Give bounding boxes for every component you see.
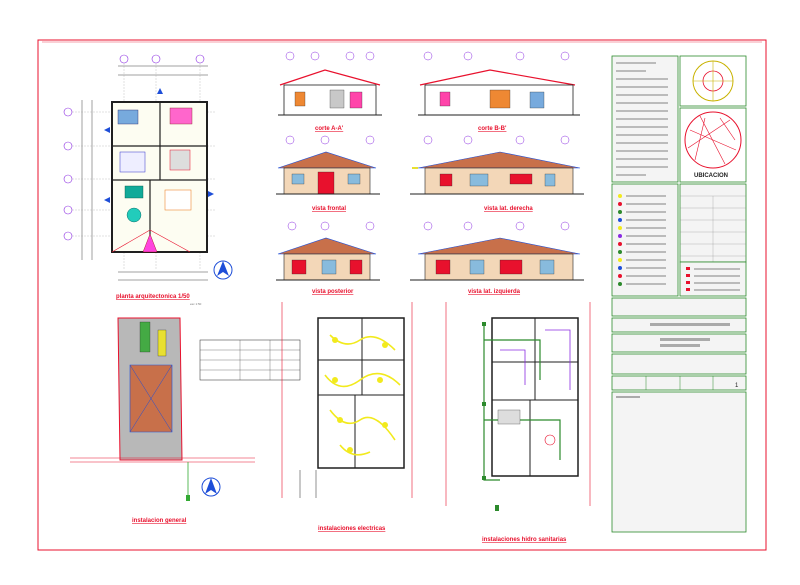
right-elevation [410, 135, 584, 195]
rear-elevation [276, 221, 380, 281]
sheet-frame [37, 39, 767, 551]
vista-lat-derecha-title: vista lat. derecha [484, 206, 533, 212]
vista-frontal-title: vista frontal [312, 206, 346, 212]
inst-general-title: instalacion general [132, 518, 187, 524]
vista-lat-izquierda-title: vista lat. izquierda [468, 289, 521, 295]
electrical-plan [281, 302, 413, 498]
inst-hidro-title: instalaciones hidro sanitarias [482, 537, 567, 543]
vista-posterior-title: vista posterior [312, 289, 354, 295]
svg-text:1: 1 [735, 383, 739, 389]
ubicacion-label: UBICACION [694, 173, 728, 179]
planta-title: planta arquitectonica 1/50 [116, 294, 190, 300]
title-block: UBICACION [611, 55, 747, 533]
inst-electricas-title: instalaciones electricas [318, 526, 386, 532]
floor-plan [63, 54, 233, 281]
left-elevation [410, 221, 584, 281]
corte-bb-title: corte B-B' [478, 126, 507, 132]
front-elevation [276, 135, 380, 195]
corte-aa-title: corte A-A' [315, 126, 344, 132]
svg-text:esc 1:50: esc 1:50 [190, 302, 202, 306]
section-bb [418, 51, 580, 116]
section-aa [278, 51, 382, 116]
plumbing-plan [445, 302, 591, 511]
site-plan [70, 317, 301, 501]
